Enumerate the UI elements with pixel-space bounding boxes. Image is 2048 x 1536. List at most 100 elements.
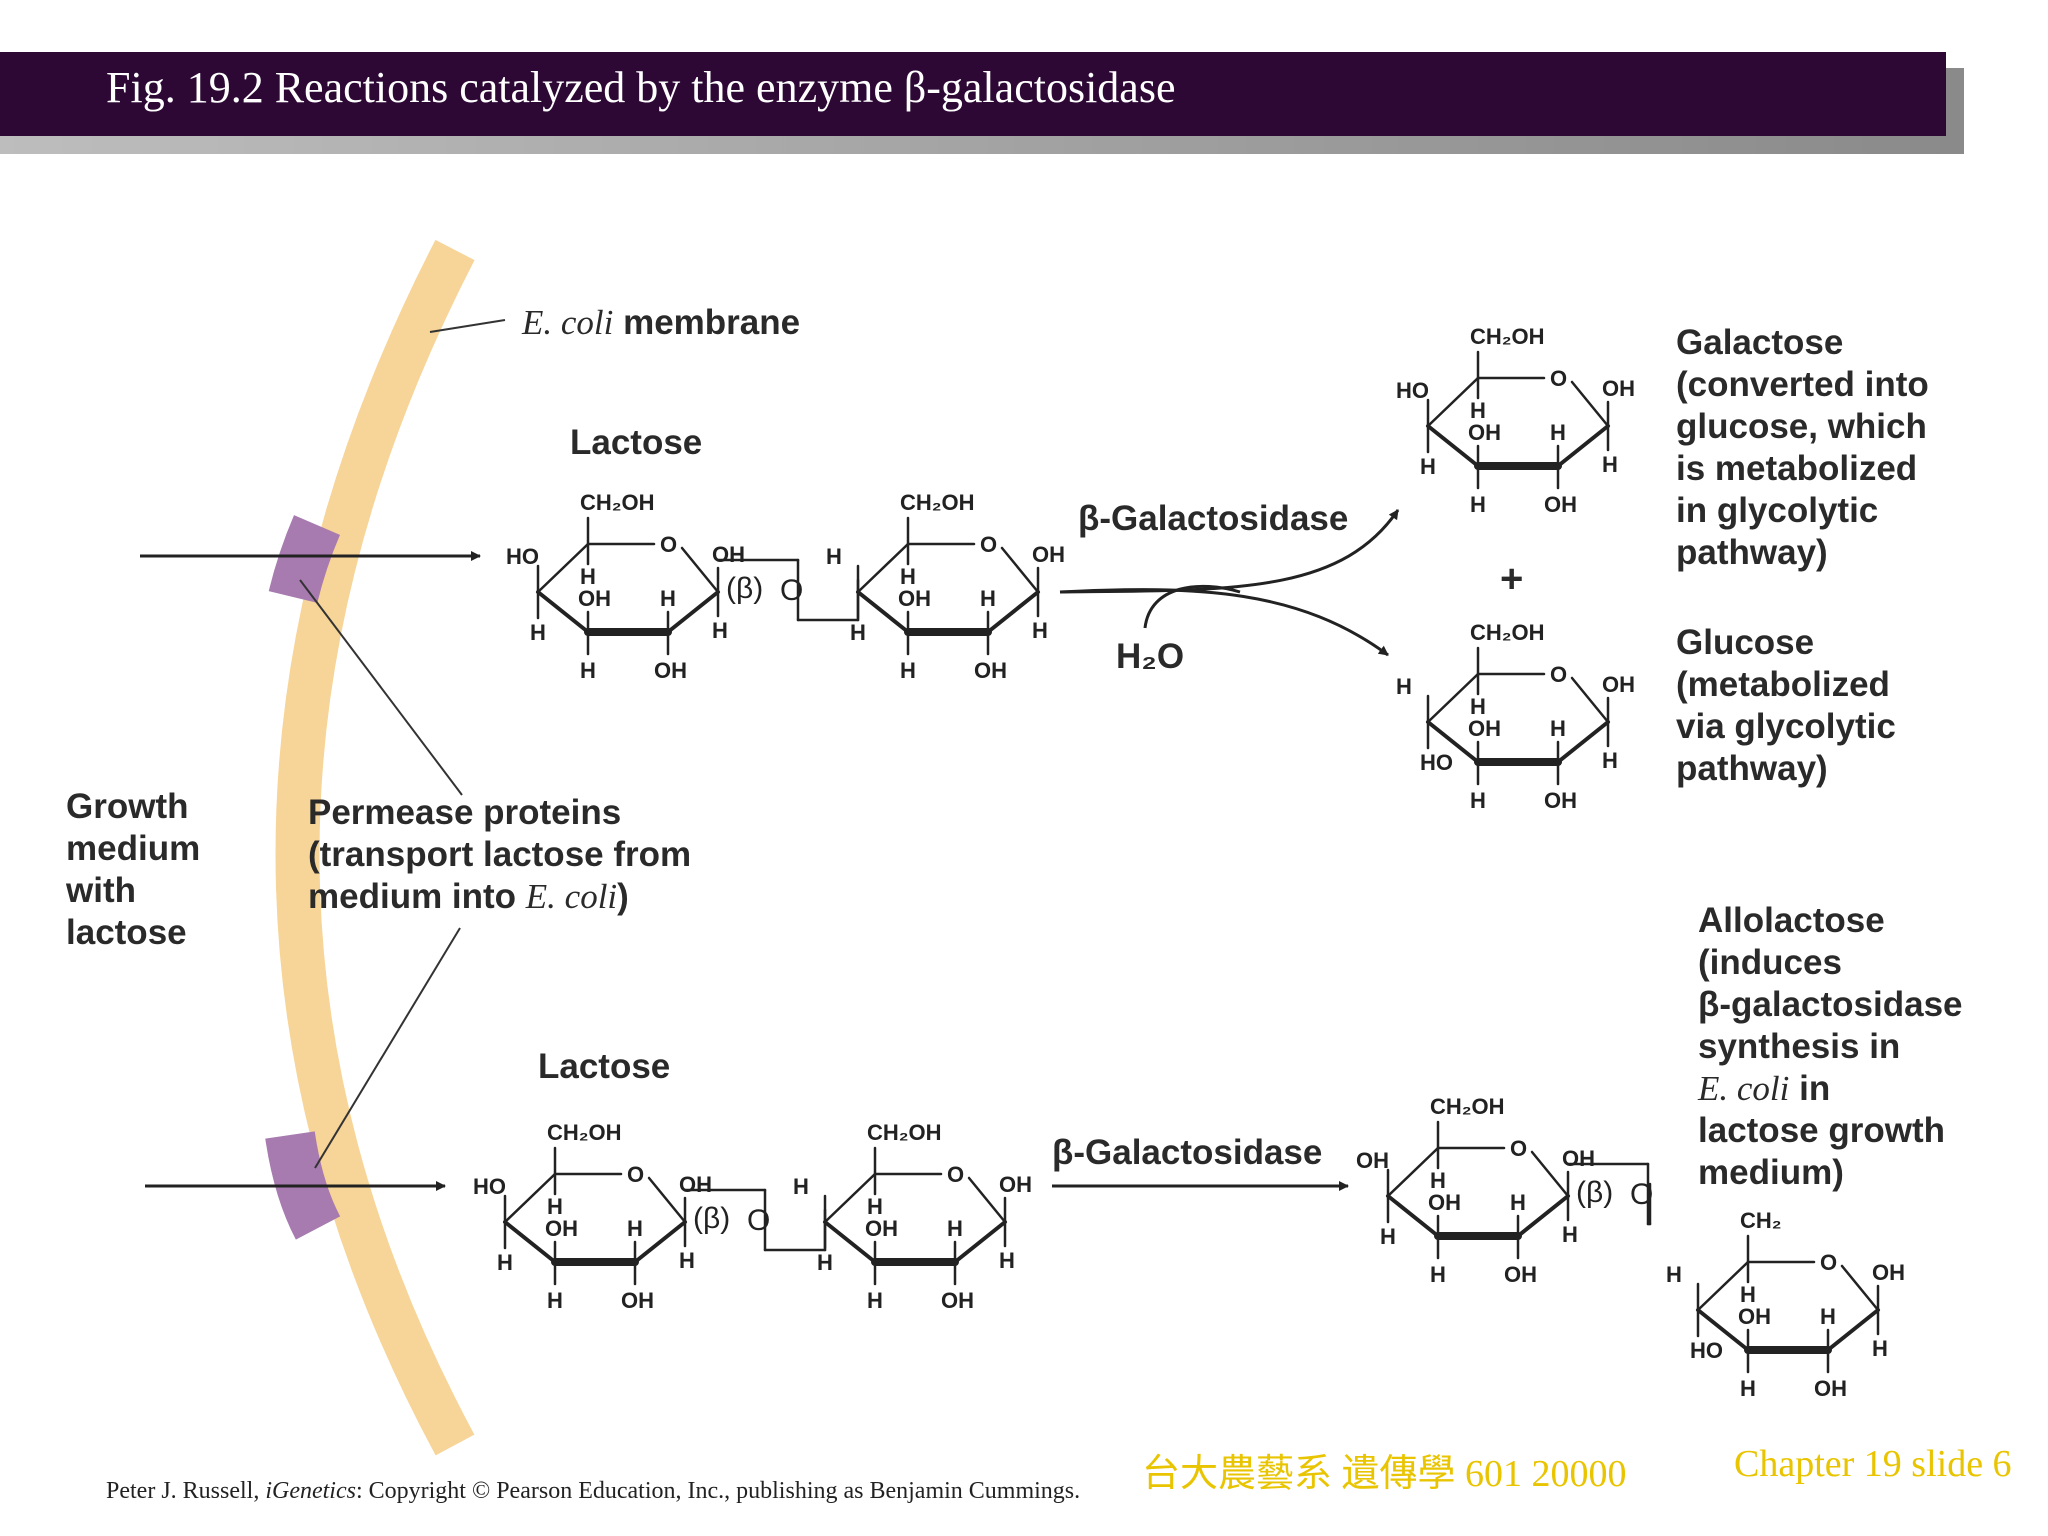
membrane-pointer-line xyxy=(429,319,506,333)
lactose-label-bottom: Lactose xyxy=(538,1047,671,1086)
ring-bond xyxy=(666,590,720,634)
substituent-label: H xyxy=(900,564,916,589)
ring-oxygen-label: O xyxy=(1550,366,1567,391)
substituent-label: H xyxy=(1602,452,1618,477)
substituent-label: H xyxy=(999,1248,1015,1273)
ring-bond xyxy=(1516,1194,1570,1238)
ring-bond xyxy=(986,590,1040,634)
beta-linkage-label: (β) xyxy=(726,572,763,605)
substituent-label: H xyxy=(679,1248,695,1273)
slide-number: Chapter 19 slide 6 xyxy=(1734,1443,2012,1485)
substituent-label: H xyxy=(850,620,866,645)
substituent-label: H xyxy=(660,586,676,611)
substituent-label: H xyxy=(1430,1168,1446,1193)
ring-oxygen-label: O xyxy=(1510,1136,1527,1161)
ring-bond xyxy=(1426,424,1480,468)
substituent-label: OH xyxy=(578,586,611,611)
permease-protein-bottom xyxy=(265,1131,341,1240)
ring-bond xyxy=(1000,546,1040,594)
substituent-label: OH xyxy=(1544,788,1577,813)
substituent-label: H xyxy=(530,620,546,645)
substituent-label: H xyxy=(1562,1222,1578,1247)
ch2oh-label: CH₂OH xyxy=(1470,324,1545,349)
substituent-label: H xyxy=(1602,748,1618,773)
water-input-arrow xyxy=(1143,584,1241,629)
bridge-oxygen-label: O xyxy=(747,1204,770,1237)
substituent-label: OH xyxy=(712,542,745,567)
ch2oh-label: CH₂ xyxy=(1740,1208,1782,1233)
enzyme-label-bottom: β-Galactosidase xyxy=(1052,1133,1323,1172)
substituent-label: H xyxy=(867,1288,883,1313)
substituent-label: H xyxy=(1420,454,1436,479)
ring-bond xyxy=(536,590,590,634)
reaction-arrow-glucose xyxy=(1059,588,1389,657)
substituent-label: OH xyxy=(1872,1260,1905,1285)
substituent-label: H xyxy=(1470,694,1486,719)
ecoli-membrane xyxy=(275,239,475,1456)
ring-bond xyxy=(503,1220,557,1264)
bridge-oxygen-label: O xyxy=(1630,1178,1653,1211)
substituent-label: H xyxy=(497,1250,513,1275)
permease-pointer-top xyxy=(299,579,463,796)
ring-bond xyxy=(1426,720,1480,764)
course-label: 台大農藝系 遺傳學 601 20000 xyxy=(1142,1453,1627,1495)
substituent-label: OH xyxy=(1356,1148,1389,1173)
substituent-label: OH xyxy=(1468,420,1501,445)
ring-bond xyxy=(1386,1146,1440,1198)
ch2oh-label: CH₂OH xyxy=(1430,1094,1505,1119)
slide-title: Fig. 19.2 Reactions catalyzed by the enz… xyxy=(106,63,1176,112)
ring-bond xyxy=(856,590,910,634)
substituent-label: OH xyxy=(1032,542,1065,567)
substituent-label: H xyxy=(580,658,596,683)
substituent-label: OH xyxy=(1602,672,1635,697)
substituent-label: OH xyxy=(941,1288,974,1313)
substituent-label: H xyxy=(1740,1376,1756,1401)
permease-pointer-bottom xyxy=(314,927,461,1169)
ch2oh-label: CH₂OH xyxy=(1470,620,1545,645)
ring-bond xyxy=(1826,1308,1880,1352)
ring-bond xyxy=(823,1172,877,1224)
substituent-label: H xyxy=(1666,1262,1682,1287)
substituent-label: OH xyxy=(898,586,931,611)
chemical-labels: CH₂OHOHOHHOHHHOHOHH(β)OCH₂OHOHHHOHHHOHOH… xyxy=(473,324,1905,1401)
ring-bond xyxy=(1570,380,1610,428)
ring-oxygen-label: O xyxy=(660,532,677,557)
ring-bond xyxy=(856,542,910,594)
ring-bond xyxy=(633,1220,687,1264)
ring-oxygen-label: O xyxy=(1820,1250,1837,1275)
membrane-label: E. coli membrane xyxy=(522,303,801,342)
beta-linkage-label: (β) xyxy=(1576,1176,1613,1209)
enzyme-label-top: β-Galactosidase xyxy=(1078,499,1349,538)
substituent-label: H xyxy=(980,586,996,611)
ring-oxygen-label: O xyxy=(627,1162,644,1187)
substituent-label: OH xyxy=(1738,1304,1771,1329)
ch2oh-label: CH₂OH xyxy=(580,490,655,515)
ring-bond xyxy=(1696,1308,1750,1352)
substituent-label: HO xyxy=(506,544,539,569)
ring-bond xyxy=(1556,720,1610,764)
substituent-label: OH xyxy=(545,1216,578,1241)
substituent-label: H xyxy=(900,658,916,683)
substituent-label: H xyxy=(547,1194,563,1219)
substituent-label: HO xyxy=(1396,378,1429,403)
ring-bond xyxy=(823,1220,877,1264)
ring-bond xyxy=(1386,1194,1440,1238)
substituent-label: H xyxy=(627,1216,643,1241)
ring-bond xyxy=(1840,1264,1880,1312)
substituent-label: OH xyxy=(1814,1376,1847,1401)
substituent-label: OH xyxy=(1468,716,1501,741)
title-bar xyxy=(0,52,1946,136)
ring-oxygen-label: O xyxy=(947,1162,964,1187)
ring-bond xyxy=(1426,672,1480,724)
bridge-oxygen-label: O xyxy=(780,574,803,607)
substituent-label: H xyxy=(1470,788,1486,813)
substituent-label: OH xyxy=(999,1172,1032,1197)
substituent-label: H xyxy=(712,618,728,643)
substituent-label: OH xyxy=(679,1172,712,1197)
ring-bond xyxy=(1696,1260,1750,1312)
substituent-label: OH xyxy=(1562,1146,1595,1171)
ring-bond xyxy=(953,1220,1007,1264)
substituent-label: OH xyxy=(1544,492,1577,517)
substituent-label: H xyxy=(826,544,842,569)
